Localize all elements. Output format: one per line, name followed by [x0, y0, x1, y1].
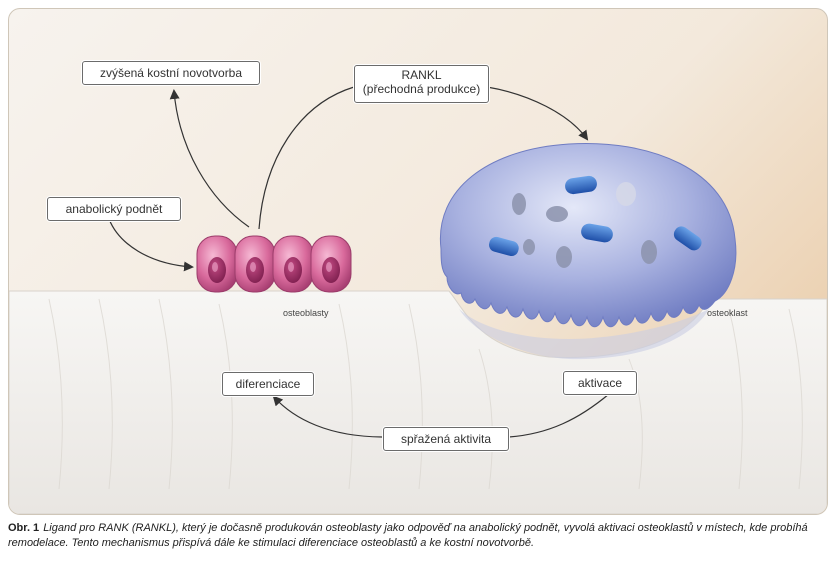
osteoblast-cell [272, 235, 314, 293]
osteoblast-cell [310, 235, 352, 293]
osteoblast-cells [196, 235, 352, 293]
label-coupled-activity: spřažená aktivita [383, 427, 509, 451]
label-osteoblasts: osteoblasty [283, 308, 329, 318]
diagram-panel: zvýšená kostní novotvorba RANKL (přechod… [8, 8, 828, 515]
rankl-subtitle: (přechodná produkce) [362, 82, 481, 96]
arrows [108, 86, 610, 438]
osteoblast-cell [234, 235, 276, 293]
arrow-coupled-to-differentiation [272, 395, 385, 438]
arrow-to-bone-formation [169, 89, 250, 228]
label-activation: aktivace [563, 371, 637, 395]
label-bone-formation: zvýšená kostní novotvorba [82, 61, 260, 85]
label-osteoclast: osteoklast [707, 308, 748, 318]
label-anabolic-stimulus: anabolický podnět [47, 197, 181, 221]
rankl-title: RANKL [401, 68, 442, 82]
osteoclast-cell [439, 142, 737, 360]
label-differentiation: diferenciace [222, 372, 314, 396]
mitochondria [489, 175, 702, 257]
arrow-anabolic-to-osteoblasts [108, 218, 194, 272]
arrow-to-rankl [258, 86, 355, 230]
osteoblast-cell [196, 235, 238, 293]
osteoclast-nuclei [512, 182, 657, 268]
arrow-activation-to-coupled [508, 393, 610, 438]
bone-texture [48, 298, 803, 490]
bone-matrix [9, 290, 827, 514]
diagram-canvas [9, 86, 827, 514]
label-rankl: RANKL (přechodná produkce) [354, 65, 489, 103]
arrow-rankl-to-osteoclast [486, 86, 589, 141]
caption-text: Ligand pro RANK (RANKL), který je dočasn… [8, 522, 808, 549]
caption-prefix: Obr. 1 [8, 522, 40, 534]
